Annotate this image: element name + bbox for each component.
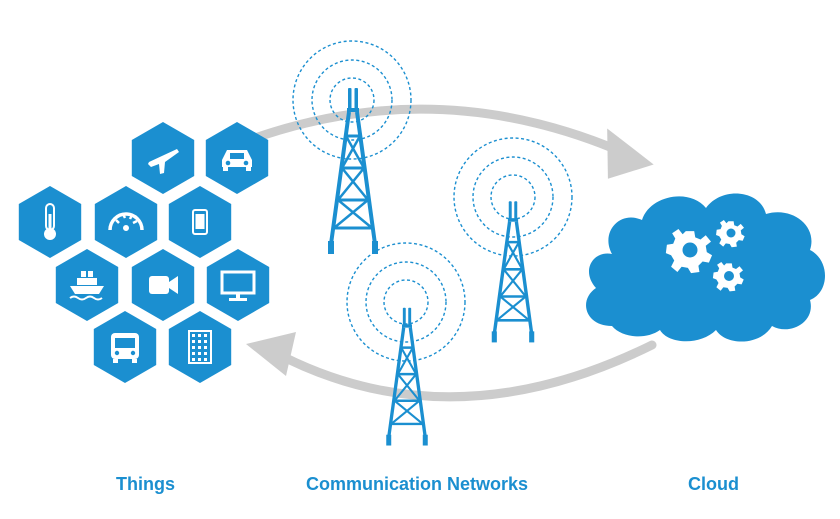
hexagon-tile bbox=[206, 249, 270, 321]
car-icon bbox=[222, 150, 252, 171]
hexagon-tile bbox=[18, 186, 82, 258]
cloud-label: Cloud bbox=[688, 474, 739, 494]
top-arrow bbox=[231, 104, 654, 179]
cloud-icon bbox=[586, 193, 825, 342]
cell-tower-icon bbox=[292, 40, 412, 256]
hexagon-tile bbox=[93, 311, 157, 383]
hexagon-tile bbox=[168, 186, 232, 258]
gear-icon bbox=[665, 229, 713, 274]
hexagon-tile bbox=[205, 122, 269, 194]
hexagon-tile bbox=[55, 249, 119, 321]
cell-tower-icon bbox=[346, 242, 466, 448]
cell-tower-icon bbox=[453, 137, 573, 345]
hexagon-tile bbox=[168, 311, 232, 383]
phone-icon bbox=[192, 209, 208, 235]
building-icon bbox=[188, 330, 212, 364]
airplane-icon bbox=[148, 149, 179, 174]
thermometer-icon bbox=[44, 203, 56, 240]
hexagon-tile bbox=[131, 122, 195, 194]
gear-icon bbox=[716, 220, 745, 248]
speedometer-icon bbox=[108, 212, 144, 231]
ship-icon bbox=[69, 271, 104, 301]
things-hexagon-cluster bbox=[18, 122, 270, 383]
bus-icon bbox=[111, 333, 139, 363]
gear-icon bbox=[712, 262, 744, 292]
things-label: Things bbox=[116, 474, 175, 494]
monitor-icon bbox=[220, 270, 256, 301]
communication-networks-label: Communication Networks bbox=[306, 474, 529, 494]
hexagon-tile bbox=[94, 186, 158, 258]
hexagon-tile bbox=[131, 249, 195, 321]
bottom-arrow bbox=[246, 332, 657, 402]
video-camera-icon bbox=[149, 276, 178, 294]
